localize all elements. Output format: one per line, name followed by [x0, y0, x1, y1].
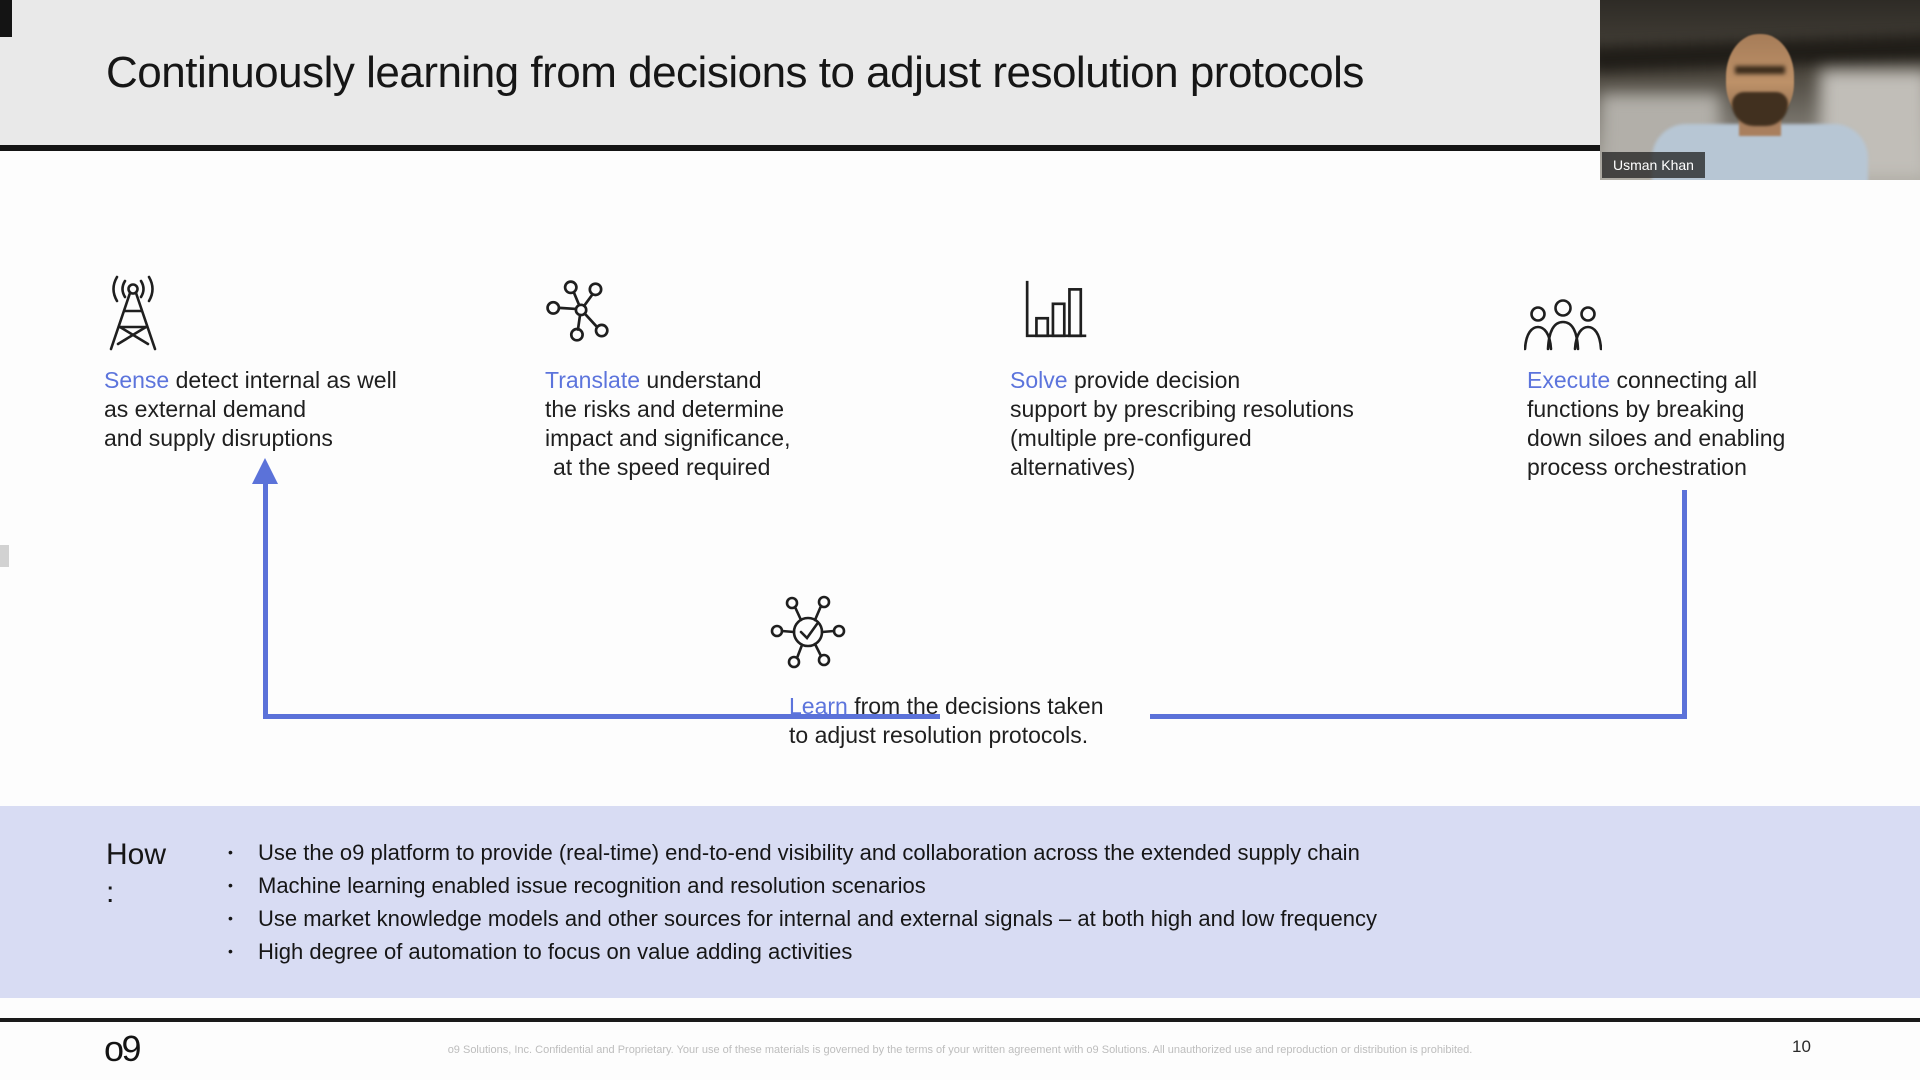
step-sense-text: Sense detect internal as well as externa…	[104, 367, 397, 451]
bullet-icon: •	[228, 943, 233, 959]
network-check-icon	[770, 594, 846, 674]
o9-logo: o9	[104, 1028, 142, 1069]
bar-chart-icon	[1022, 278, 1088, 342]
step-solve-keyword: Solve	[1010, 367, 1068, 393]
step-translate-text: Translate understand the risks and deter…	[545, 367, 791, 480]
step-solve-text: Solve provide decision support by prescr…	[1010, 367, 1354, 480]
learn-keyword: Learn	[789, 693, 848, 719]
edge-artifact	[0, 545, 9, 567]
radio-tower-icon	[104, 274, 162, 352]
step-execute-text: Execute connecting all functions by brea…	[1527, 367, 1786, 480]
bullet-icon: •	[228, 844, 233, 860]
how-label: How :	[106, 838, 167, 909]
list-item: • High degree of automation to focus on …	[228, 935, 1377, 968]
step-execute-keyword: Execute	[1527, 367, 1611, 393]
footer-divider-line	[0, 1018, 1920, 1022]
corner-decoration	[0, 0, 12, 37]
header-divider-line	[0, 145, 1920, 151]
avatar	[1735, 66, 1785, 74]
bullet-icon: •	[228, 877, 233, 893]
feedback-line-left-vertical	[263, 482, 268, 718]
page-number: 10	[1792, 1037, 1811, 1056]
network-nodes-icon	[545, 280, 613, 344]
avatar	[1732, 92, 1788, 126]
feedback-arrowhead	[252, 458, 278, 484]
feedback-line-right-horizontal	[1150, 714, 1687, 719]
webcam-name-label: Usman Khan	[1602, 152, 1705, 178]
list-item: • Use the o9 platform to provide (real-t…	[228, 836, 1377, 869]
confidentiality-notice: o9 Solutions, Inc. Confidential and Prop…	[447, 1044, 1473, 1056]
feedback-line-right-vertical	[1682, 490, 1687, 719]
feedback-line-left-horizontal	[263, 714, 940, 719]
step-sense-keyword: Sense	[104, 367, 170, 393]
how-bullet-list: • Use the o9 platform to provide (real-t…	[228, 836, 1377, 968]
page-title: Continuously learning from decisions to …	[106, 47, 1364, 97]
step-translate-keyword: Translate	[545, 367, 641, 393]
list-item: • Machine learning enabled issue recogni…	[228, 869, 1377, 902]
people-group-icon	[1524, 296, 1602, 352]
how-section: How : • Use the o9 platform to provide (…	[0, 806, 1920, 998]
list-item: • Use market knowledge models and other …	[228, 902, 1377, 935]
webcam-tile[interactable]: Usman Khan	[1600, 0, 1920, 180]
bullet-icon: •	[228, 910, 233, 926]
learn-text: Learn from the decisions taken to adjust…	[789, 693, 1104, 748]
